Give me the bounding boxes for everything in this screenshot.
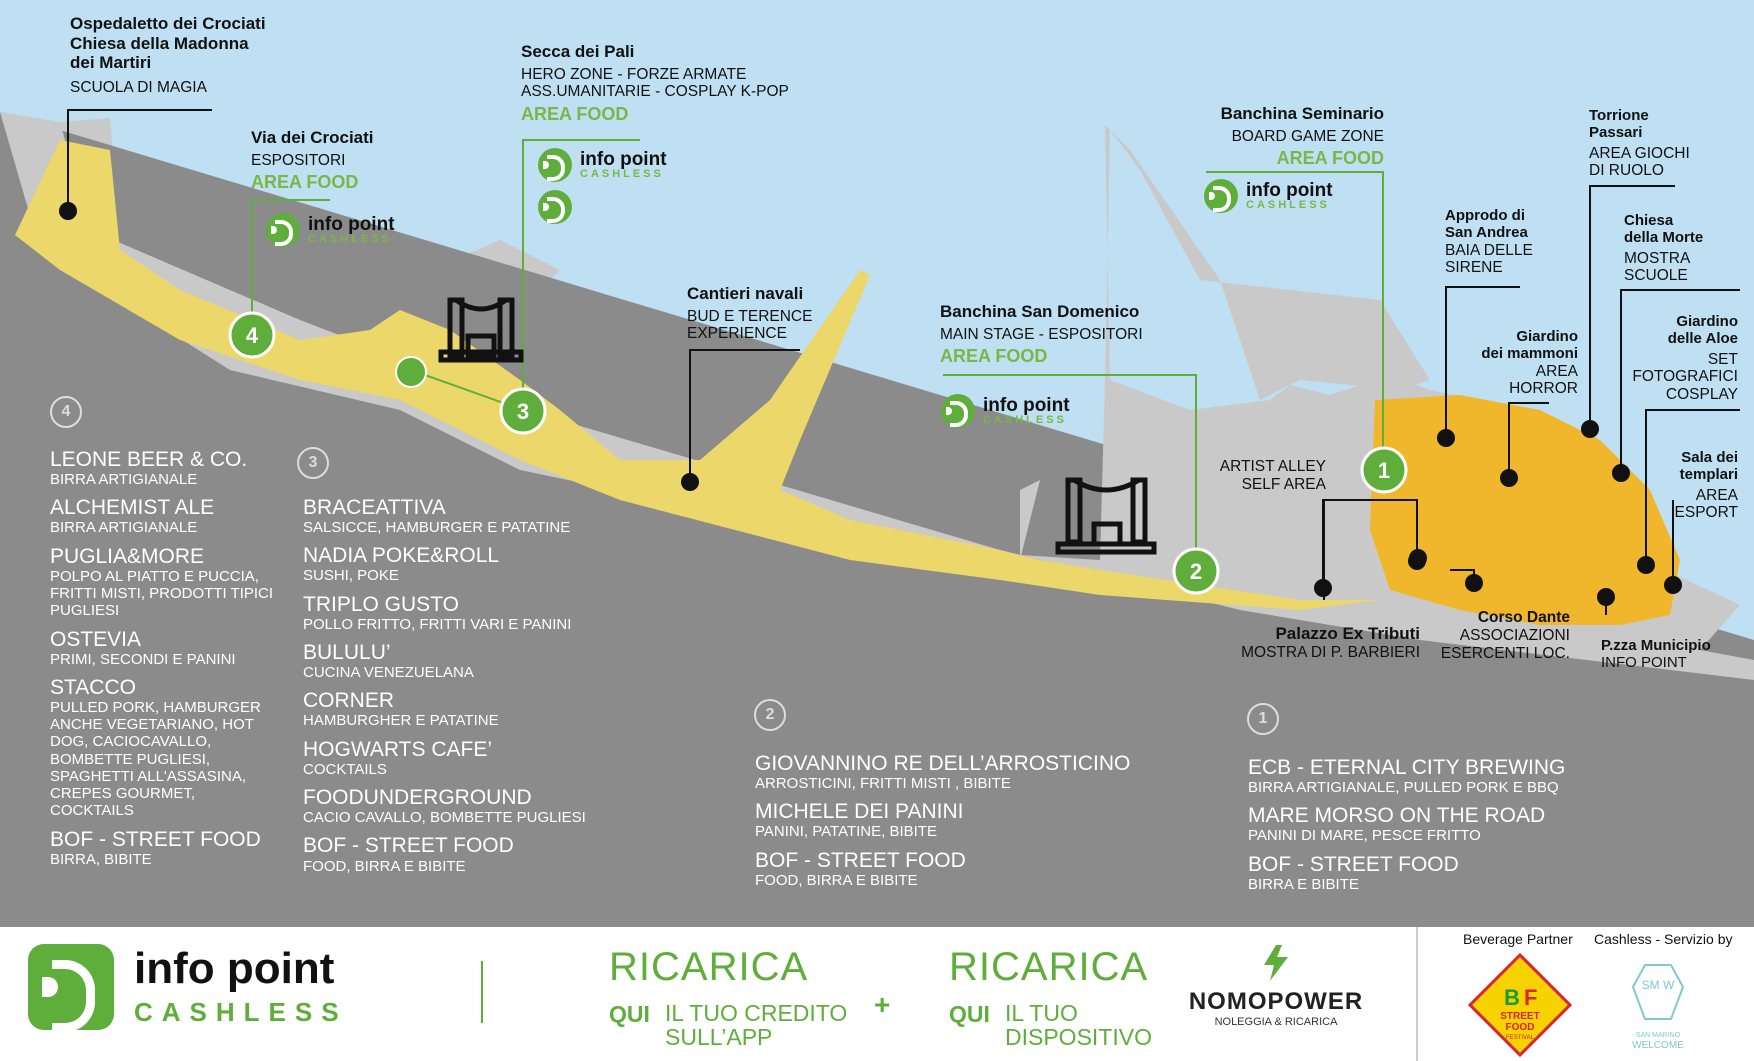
stage-icon	[438, 297, 524, 363]
label-palazzo: Palazzo Ex Tributi MOSTRA DI P. BARBIERI	[1241, 624, 1420, 661]
oldtown-area	[1370, 395, 1680, 625]
ricarica-app: RICARICA QUI IL TUO CREDITO SULL’APP	[609, 945, 848, 1051]
info-point-icon	[1204, 179, 1238, 213]
beverage-partner-label: Beverage Partner	[1463, 931, 1573, 947]
zone-3-badge: 3	[297, 447, 329, 479]
info-point-icon	[941, 394, 975, 428]
divider	[481, 961, 483, 1023]
marker-1: 1	[1378, 458, 1390, 483]
label-seminario: Banchina Seminario BOARD GAME ZONE AREA …	[1220, 104, 1384, 169]
label-san-domenico: Banchina San Domenico MAIN STAGE - ESPOS…	[940, 302, 1143, 367]
divider	[1416, 927, 1418, 1061]
svg-text:STREET: STREET	[1500, 1011, 1539, 1022]
zone-4-badge: 4	[50, 396, 82, 428]
svg-text:FESTIVAL: FESTIVAL	[1506, 1035, 1535, 1041]
footer-info-point: info point CASHLESS	[28, 944, 348, 1032]
label-approdo: Approdo di San Andrea BAIA DELLE SIRENE	[1445, 207, 1533, 277]
label-giardino-mammoni: Giardino dei mammoni AREA HORROR	[1481, 328, 1578, 398]
label-sala-templari: Sala dei templari AREA ESPORT	[1674, 449, 1738, 522]
footer-bar: info point CASHLESS RICARICA QUI IL TUO …	[0, 927, 1754, 1061]
svg-text:SAN MARINO: SAN MARINO	[1636, 1032, 1681, 1039]
event-route	[15, 140, 1380, 610]
info-point-icon	[538, 148, 572, 182]
label-secca-pali: Secca dei Pali HERO ZONE - FORZE ARMATE …	[521, 42, 789, 125]
zone-4-vendors: LEONE BEER & CO.BIRRA ARTIGIANALE ALCHEM…	[50, 448, 274, 868]
label-giardino-aloe: Giardino delle Aloe SET FOTOGRAFICI COSP…	[1632, 313, 1738, 404]
label-via-crociati: Via dei Crociati ESPOSITORI AREA FOOD	[251, 128, 374, 193]
label-artist-alley: ARTIST ALLEY SELF AREA	[1219, 458, 1326, 493]
cashless-service-label: Cashless - Servizio by	[1594, 931, 1733, 947]
label-chiesa-morte: Chiesa della Morte MOSTRA SCUOLE	[1624, 212, 1704, 285]
marker-4: 4	[246, 323, 259, 348]
marker-2: 2	[1190, 559, 1202, 584]
label-ospedaletto: Ospedaletto dei Crociati Chiesa della Ma…	[70, 14, 266, 96]
svg-text:B: B	[1504, 985, 1520, 1010]
nomopower-logo: NOMOPOWER NOLEGGIA & RICARICA	[1176, 943, 1376, 1028]
bof-logo: B F STREET FOOD FESTIVAL	[1468, 953, 1572, 1057]
bolt-icon	[1264, 945, 1288, 981]
zone-2-badge: 2	[754, 699, 786, 731]
zone-1-badge: 1	[1247, 703, 1279, 735]
label-corso-dante: Corso Dante ASSOCIAZIONI ESERCENTI LOC.	[1440, 609, 1570, 662]
svg-text:F: F	[1524, 985, 1537, 1010]
info-point-icon-extra	[538, 190, 572, 224]
label-municipio: P.zza Municipio INFO POINT	[1601, 637, 1711, 672]
plus-sign: +	[874, 989, 891, 1020]
svg-text:WELCOME: WELCOME	[1632, 1040, 1684, 1051]
smw-logo: SM W SAN MARINO WELCOME	[1631, 964, 1684, 1051]
marker-3: 3	[517, 399, 529, 424]
info-point-icon	[538, 190, 572, 224]
info-point-icon	[28, 944, 114, 1032]
stage-icon	[1055, 477, 1157, 555]
info-point-icon	[266, 213, 300, 247]
svg-text:FOOD: FOOD	[1506, 1022, 1535, 1033]
ricarica-device: RICARICA QUI IL TUO DISPOSITIVO	[949, 945, 1152, 1051]
label-torrione: Torrione Passari AREA GIOCHI DI RUOLO	[1589, 107, 1690, 180]
label-cantieri: Cantieri navali BUD E TERENCE EXPERIENCE	[687, 284, 813, 343]
svg-text:SM W: SM W	[1642, 978, 1675, 992]
